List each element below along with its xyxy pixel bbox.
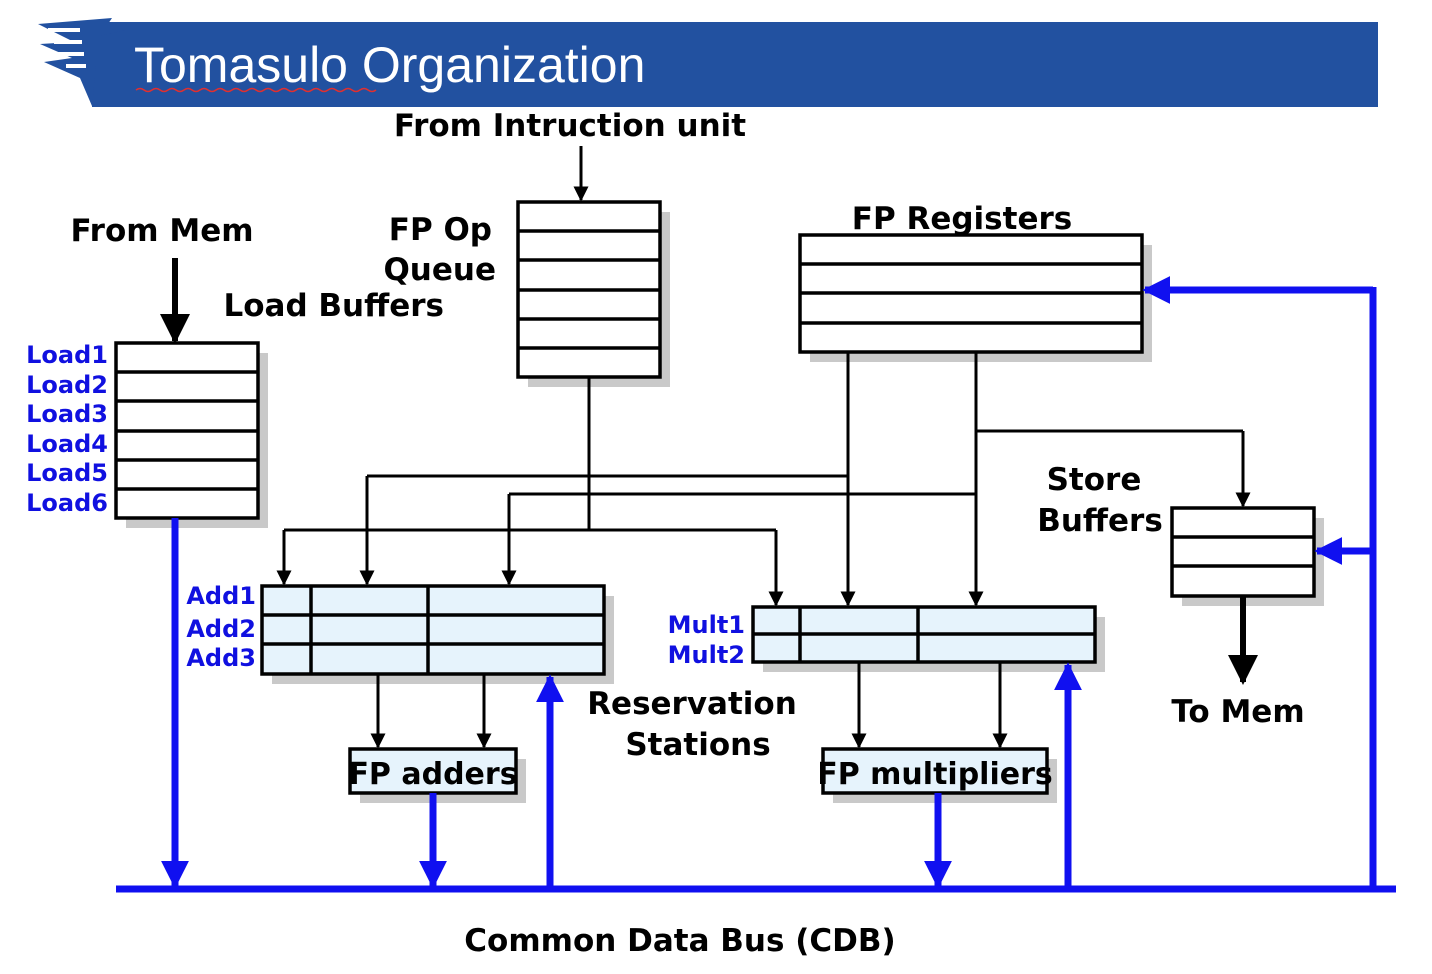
store-buffers-label-2: Buffers [1037,503,1163,539]
fp-op-queue-label-2: Queue [383,252,496,288]
load-buffer-label: Load6 [26,489,108,517]
load-buffers-label: Load Buffers [223,288,444,324]
operand-wiring [160,146,1258,749]
page-title: Tomasulo Organization [134,37,645,93]
to-mem-label: To Mem [1171,694,1304,730]
fp-adders-label: FP adders [348,757,517,792]
header-bar [92,22,1378,107]
add-station-label: Add1 [186,582,256,610]
fp-registers [798,233,1152,362]
add-station-label: Add2 [186,615,256,643]
load-buffer-label: Load3 [26,400,108,428]
fp-multipliers-unit: FP multipliers [817,747,1057,803]
fp-registers-label: FP Registers [852,201,1072,237]
store-buffers-label-1: Store [1047,462,1142,498]
load-buffers [114,341,268,528]
mult-reservation-stations [751,605,1105,672]
add-reservation-stations [260,584,614,684]
load-buffer-label: Load2 [26,371,108,399]
from-mem-label: From Mem [70,213,253,249]
eagle-logo-icon [38,18,126,106]
common-data-bus [116,276,1396,893]
mult-station-label: Mult2 [668,641,745,669]
spellcheck-underline [135,87,377,93]
header-banner: Tomasulo Organization [38,18,1378,107]
reservation-stations-label-2: Stations [625,727,770,763]
load-buffer-label: Load4 [26,430,108,458]
load-buffer-label: Load5 [26,459,108,487]
store-buffers [1170,506,1324,606]
cdb-label: Common Data Bus (CDB) [464,923,895,959]
fp-multipliers-label: FP multipliers [817,757,1053,792]
fp-op-queue [516,200,670,387]
reservation-stations-label-1: Reservation [587,686,797,722]
fp-op-queue-label-1: FP Op [389,212,492,248]
fp-adders-unit: FP adders [348,747,526,803]
add-station-label: Add3 [186,644,256,672]
from-instruction-unit-label: From Intruction unit [394,108,746,144]
load-buffer-label: Load1 [26,341,108,369]
mult-station-label: Mult1 [668,611,745,639]
